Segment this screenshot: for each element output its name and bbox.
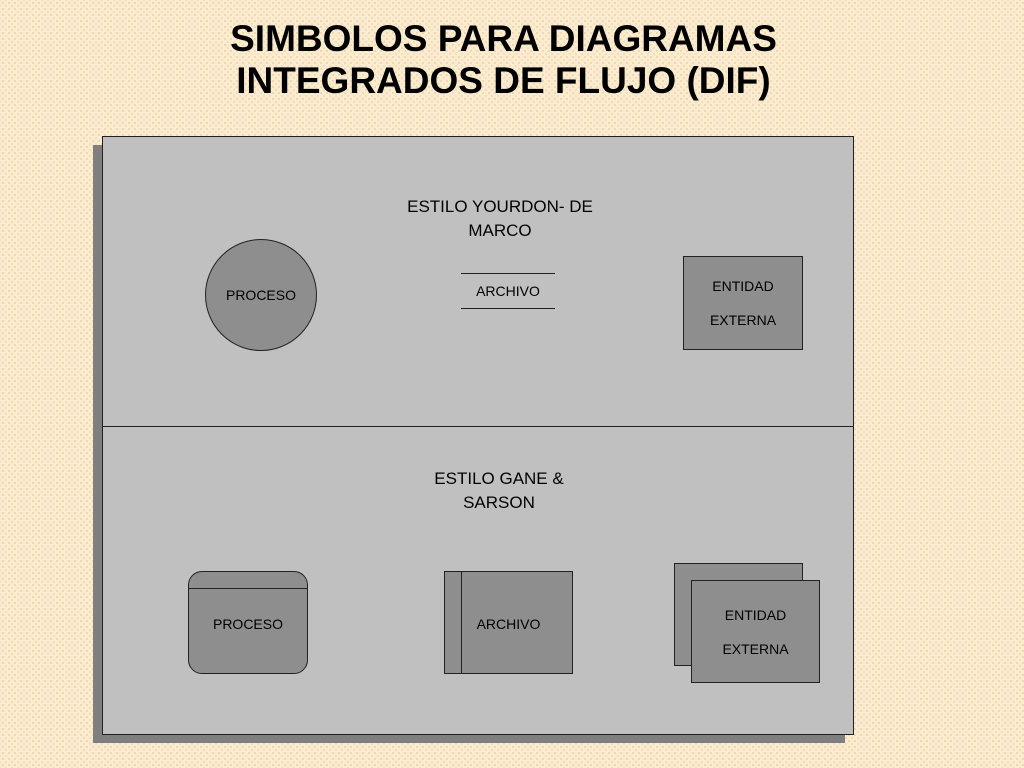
- gane-sarson-data-store-label: ARCHIVO: [476, 616, 541, 632]
- gane-sarson-process-symbol: PROCESO: [188, 571, 308, 674]
- yourdon-entity-label-line-1: ENTIDAD: [712, 278, 774, 294]
- slide-title-line-1: SIMBOLOS PARA DIAGRAMAS: [230, 18, 777, 59]
- yourdon-process-label: PROCESO: [225, 287, 296, 303]
- gane-sarson-process-label: PROCESO: [212, 616, 283, 632]
- yourdon-data-store-symbol: ARCHIVO: [461, 273, 555, 309]
- gane-sarson-heading-line-1: ESTILO GANE &: [434, 469, 564, 488]
- yourdon-process-symbol: PROCESO: [205, 239, 317, 351]
- gane-sarson-data-store-symbol: ARCHIVO: [444, 571, 573, 674]
- gane-sarson-entity-label-line-2: EXTERNA: [722, 640, 789, 657]
- diagram-panel: ESTILO YOURDON- DE MARCO PROCESO ARCHIVO…: [102, 136, 854, 735]
- yourdon-data-store-label: ARCHIVO: [476, 283, 540, 299]
- process-header-divider: [189, 588, 307, 589]
- gane-sarson-external-entity-symbol: ENTIDAD EXTERNA: [691, 580, 820, 683]
- yourdon-section-heading: ESTILO YOURDON- DE MARCO: [380, 195, 620, 243]
- yourdon-heading-line-1: ESTILO YOURDON- DE: [407, 197, 593, 216]
- gane-sarson-section-heading: ESTILO GANE & SARSON: [379, 467, 619, 515]
- data-store-id-divider: [461, 572, 462, 673]
- slide-title-line-2: INTEGRADOS DE FLUJO (DIF): [236, 60, 771, 101]
- slide-title: SIMBOLOS PARA DIAGRAMAS INTEGRADOS DE FL…: [0, 18, 1007, 102]
- yourdon-external-entity-symbol: ENTIDAD EXTERNA: [683, 256, 803, 350]
- section-divider: [103, 426, 853, 427]
- yourdon-entity-label-line-2: EXTERNA: [709, 312, 777, 328]
- yourdon-heading-line-2: MARCO: [468, 221, 532, 240]
- gane-sarson-entity-label-line-1: ENTIDAD: [724, 606, 787, 623]
- gane-sarson-heading-line-2: SARSON: [463, 493, 535, 512]
